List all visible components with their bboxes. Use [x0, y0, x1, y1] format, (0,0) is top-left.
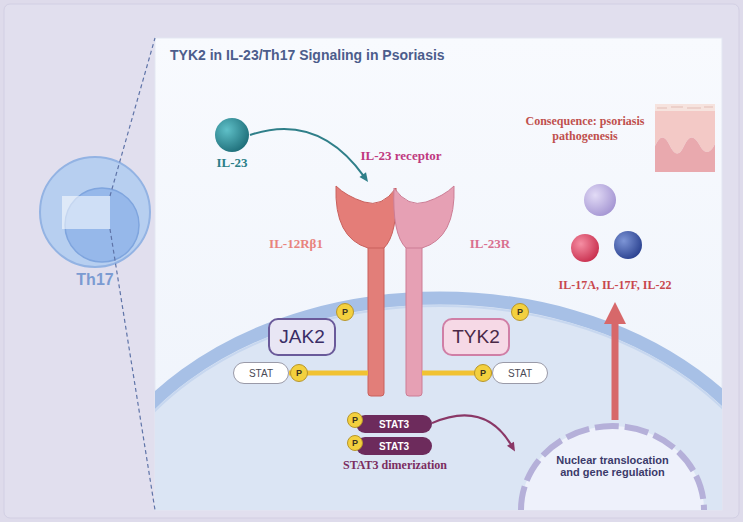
cytokine-ball: [584, 184, 616, 216]
connector-line: [250, 129, 364, 177]
cell-label: Th17: [38, 271, 152, 289]
skin-outcome: Consequence: psoriasis pathogenesis: [515, 100, 715, 180]
cytokine-group: IL-17A, IL-17F, IL-22: [555, 180, 675, 302]
diagram-title: TYK2 in IL-23/Th17 Signaling in Psoriasi…: [170, 47, 590, 63]
kinase-box: TYK2: [442, 318, 510, 356]
binding-arrow: [250, 129, 368, 182]
zoom-leader-line: [110, 229, 155, 510]
nuclear-envelope: [521, 426, 704, 510]
receptor-label: IL-23 receptor: [346, 148, 456, 164]
stratum-corneum: [655, 104, 715, 111]
zoom-highlight: [62, 196, 110, 229]
ligand-label: IL-23: [192, 155, 272, 171]
receptor-stalk: [406, 242, 422, 396]
phospho-circle: P: [347, 412, 363, 428]
phospho-label: P: [475, 365, 491, 381]
cell-membrane: [155, 298, 722, 510]
dermis: [655, 137, 715, 172]
docking-link: [289, 373, 368, 374]
connector-line: [289, 371, 368, 376]
zoom-leader-line: [110, 38, 155, 196]
phospho-circle: P: [290, 364, 308, 382]
nucleus: Nuclear translocation and gene regulatio…: [515, 420, 710, 510]
receptor-head: [336, 186, 396, 248]
phospho-label: P: [337, 304, 353, 320]
phospho-circle: P: [511, 303, 529, 321]
membrane-group: [155, 298, 722, 510]
chain-label: IL-23R: [462, 236, 518, 252]
arrow-head: [507, 442, 515, 452]
stat3-label: STAT3: [356, 415, 432, 433]
connector-line: [422, 371, 492, 376]
th17-cell: Th17: [38, 155, 152, 269]
phospho-circle: P: [347, 435, 363, 451]
stat-label: STAT: [234, 363, 288, 383]
docking-link: [422, 373, 492, 374]
skin-scale-line: [657, 107, 713, 108]
kinase-label: TYK2: [444, 320, 508, 354]
phospho-label: P: [512, 304, 528, 320]
phospho-circle: P: [474, 364, 492, 382]
outer-frame: [4, 4, 739, 518]
receptor-head: [394, 186, 454, 248]
cell-shape: [38, 155, 152, 269]
connector-line: [432, 415, 512, 446]
receptor-stalk: [368, 242, 384, 396]
arrow-head: [360, 172, 368, 182]
stat3-pill: STAT3: [356, 415, 432, 433]
phospho-label: P: [348, 413, 362, 427]
nucleus-fill: [521, 426, 704, 510]
stat-box: STAT: [492, 362, 548, 384]
secretion-arrow: [604, 302, 626, 420]
ligand-node: IL-23: [214, 117, 250, 153]
cytokine-ball: [614, 231, 642, 259]
membrane-inner-line: [155, 306, 722, 510]
receptor-shape: [368, 182, 422, 396]
free-label: STAT3 dimerization: [325, 458, 465, 473]
cell-body: [40, 157, 150, 267]
stat-label: STAT: [493, 363, 547, 383]
nucleus-label: Nuclear translocation and gene regulatio…: [545, 454, 680, 478]
kinase-label: JAK2: [270, 320, 334, 354]
cytokine-ball: [571, 234, 599, 262]
stat3-pill: STAT3: [356, 437, 432, 455]
kinase-box: JAK2: [268, 318, 336, 356]
chain-label: IL-12Rβ1: [256, 236, 336, 252]
outcome-label: Consequence: psoriasis pathogenesis: [515, 114, 655, 144]
phospho-label: P: [291, 365, 307, 381]
receptor-complex: IL-23 receptorIL-12Rβ1IL-23R: [368, 182, 422, 396]
arrow-head: [604, 302, 626, 324]
stat3-label: STAT3: [356, 437, 432, 455]
ligand-shape: [214, 117, 250, 153]
phospho-label: P: [348, 436, 362, 450]
stat-box: STAT: [233, 362, 289, 384]
cytokine-label: IL-17A, IL-17F, IL-22: [543, 278, 687, 293]
ligand-ball: [215, 118, 249, 152]
phospho-circle: P: [336, 303, 354, 321]
connector-line: [612, 317, 619, 420]
translocation-arrow: [432, 415, 515, 451]
